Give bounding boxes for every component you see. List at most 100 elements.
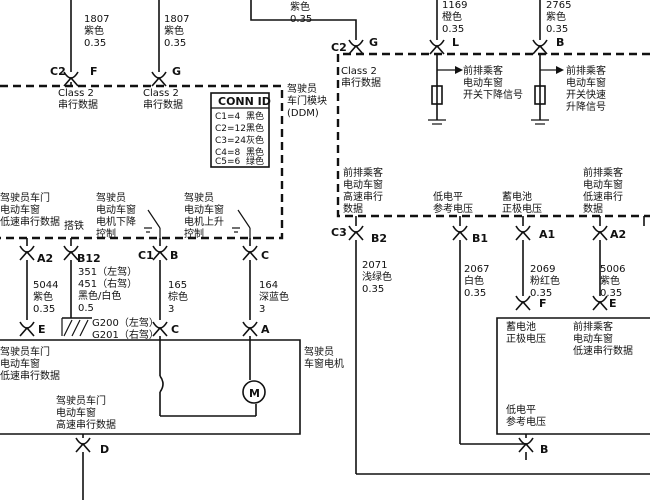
class2-f-l2: 串行数据 [58,98,98,111]
svg-text:数据: 数据 [583,202,603,215]
svg-text:0.35: 0.35 [600,288,622,299]
wire-165: 165 棕色 3 [159,260,188,320]
svg-text:低速串行: 低速串行 [583,190,623,203]
ddm-label-l1: 驾驶员 [287,82,317,95]
wire-164: 164 深蓝色 3 [249,260,289,320]
svg-text:参考电压: 参考电压 [433,202,473,215]
svg-text:C: C [261,249,269,262]
svg-text:低电平: 低电平 [506,403,536,416]
svg-text:电动车窗: 电动车窗 [96,203,136,216]
svg-text:电动车窗: 电动车窗 [583,178,623,191]
svg-text:C3=24: C3=24 [215,136,246,146]
svg-text:0.35: 0.35 [33,304,55,315]
svg-text:低速串行数据: 低速串行数据 [0,215,60,228]
svg-text:车窗电机: 车窗电机 [304,357,344,370]
svg-text:开关下降信号: 开关下降信号 [463,88,523,101]
pin-l: L [429,36,459,55]
wire-1807-right: 1807 紫色 0.35 [158,0,189,72]
svg-text:5044: 5044 [33,280,58,291]
ground-symbol: G200（左驾） G201（右驾） [61,316,159,341]
svg-text:紫色: 紫色 [546,10,566,23]
pin-d: D [75,434,109,500]
motor-symbol: M [242,380,266,404]
svg-text:G200（左驾）: G200（左驾） [92,316,159,329]
svg-text:深蓝色: 深蓝色 [259,290,289,303]
wire-2069: 2069 粉红色 0.35 [522,240,560,299]
up-signal-circuit: 前排乘客 电动车窗 开关快速 升降信号 [531,54,606,125]
svg-text:2067: 2067 [464,264,489,275]
svg-text:低速串行数据: 低速串行数据 [0,369,60,382]
wire-gauge: 0.35 [84,38,106,49]
svg-text:驾驶员: 驾驶员 [96,191,126,204]
svg-text:0.35: 0.35 [290,14,312,25]
svg-text:前排乘客: 前排乘客 [573,320,613,333]
svg-text:低速串行数据: 低速串行数据 [573,344,633,357]
svg-text:数据: 数据 [343,202,363,215]
svg-text:E: E [38,323,46,336]
svg-text:正极电压: 正极电压 [506,332,546,345]
svg-text:G: G [172,65,181,78]
wire-color: 紫色 [84,24,104,37]
pin-e-right: E [592,295,617,311]
svg-text:B2: B2 [371,232,387,245]
wire-color: 紫色 [164,24,184,37]
svg-text:电动车窗: 电动车窗 [0,203,40,216]
svg-text:M: M [249,387,260,400]
svg-text:灰色: 灰色 [246,134,264,146]
conn-id-title: CONN ID [218,95,271,108]
svg-text:C5=6: C5=6 [215,157,241,167]
svg-text:驾驶员车门: 驾驶员车门 [56,394,106,407]
svg-text:高速串行数据: 高速串行数据 [56,418,116,431]
svg-text:2071: 2071 [362,260,387,271]
svg-text:2765: 2765 [546,0,571,11]
svg-text:白色: 白色 [464,274,484,287]
ddm-module-outline [0,84,284,240]
svg-text:蓄电池: 蓄电池 [502,190,532,203]
pin-b1: B1 [452,216,488,245]
svg-text:紫色: 紫色 [33,290,53,303]
pin-motor-c: C [152,321,179,337]
pin-b12: B12 [63,238,101,265]
svg-text:正极电压: 正极电压 [502,202,542,215]
pin-c2-f: C2 F [50,65,98,87]
pin-e-left: E [19,321,46,337]
pin-motor-a: A [242,321,270,337]
svg-text:A: A [261,323,270,336]
svg-text:黑色: 黑色 [246,110,264,122]
passenger-module-box [496,317,650,435]
wire-1807-left: 1807 紫色 0.35 [70,0,109,72]
svg-text:0.35: 0.35 [546,24,568,35]
ddm-label-l3: (DDM) [287,108,319,119]
svg-text:B: B [170,249,178,262]
svg-text:D: D [100,443,109,456]
svg-text:B: B [556,36,564,49]
svg-text:驾驶员车门: 驾驶员车门 [0,345,50,358]
svg-text:电动车窗: 电动车窗 [573,332,613,345]
svg-text:驾驶员车门: 驾驶员车门 [0,191,50,204]
wire-num: 1807 [164,14,189,25]
svg-text:C1: C1 [138,249,154,262]
conn-id-table: CONN ID C1=4 黑色 C2=12 黑色 C3=24 灰色 C4=8 黑… [210,92,271,168]
svg-text:橙色: 橙色 [442,10,462,23]
svg-text:L: L [452,36,459,49]
svg-text:电动车窗: 电动车窗 [566,76,606,89]
svg-text:Class 2: Class 2 [341,66,377,77]
svg-text:A2: A2 [37,252,53,265]
svg-text:蓄电池: 蓄电池 [506,320,536,333]
svg-text:C2: C2 [50,65,66,78]
pin-a2-left: A2 [19,238,53,265]
svg-text:黑色: 黑色 [246,146,264,158]
wire-351: 351（左驾） 451（右驾） 黑色/白色 0.5 [70,260,137,318]
svg-text:2069: 2069 [530,264,555,275]
svg-text:开关快速: 开关快速 [566,88,606,101]
svg-text:棕色: 棕色 [168,290,188,303]
down-relay-switch [144,209,161,238]
motor-circuit [159,336,257,417]
svg-text:黑色: 黑色 [246,122,264,134]
svg-text:G: G [369,36,378,49]
svg-text:电动车窗: 电动车窗 [56,406,96,419]
pin-b-bottom: B [518,434,548,460]
wire-2765: 2765 紫色 0.35 [539,0,571,40]
svg-text:电机上升: 电机上升 [184,215,224,228]
